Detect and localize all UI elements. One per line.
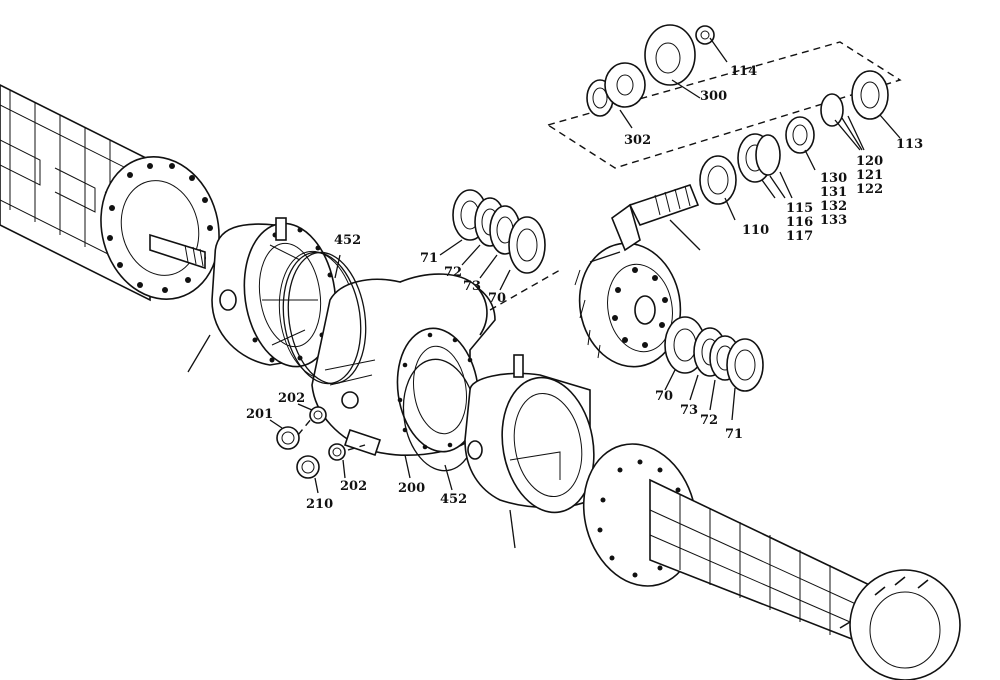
label-452-bottom: 452 [440,492,467,507]
drain-plugs [276,406,366,479]
bearing-set-left [452,189,546,274]
right-housing [464,354,595,549]
label-71-right: 71 [725,427,743,442]
bearing-set-right [664,316,764,392]
center-housing [278,250,496,472]
label-70-left: 70 [488,291,506,306]
pinion-bearings [699,116,815,205]
label-71-left: 71 [420,251,438,266]
label-116: 116 [786,215,813,230]
label-452-top: 452 [334,233,361,248]
label-120: 120 [856,154,883,169]
seal-flange-group [586,24,889,127]
left-axle-tube [0,84,220,302]
label-122: 122 [856,182,883,197]
label-210: 210 [306,497,333,512]
label-300: 300 [700,89,727,104]
leader-lines [269,37,901,494]
label-131: 131 [820,185,847,200]
label-72-right: 72 [700,413,718,428]
label-201: 201 [246,407,273,422]
detail-group-box [546,41,902,169]
right-axle-tube [582,443,961,680]
label-113: 113 [896,137,923,152]
label-117: 117 [786,229,813,244]
label-73-left: 73 [463,279,481,294]
part-labels: 114 300 302 113 120 121 122 130 131 132 … [246,64,923,512]
label-133: 133 [820,213,847,228]
label-200: 200 [398,481,425,496]
label-121: 121 [856,168,883,183]
pinion-shaft [589,184,701,263]
differential-ring-gear [489,242,682,368]
label-70-right: 70 [655,389,673,404]
o-rings [282,251,367,385]
label-115: 115 [786,201,813,216]
label-130: 130 [820,171,847,186]
label-110: 110 [742,223,769,238]
label-202-upper: 202 [278,391,305,406]
label-114: 114 [730,64,757,79]
label-202-lower: 202 [340,479,367,494]
label-132: 132 [820,199,847,214]
label-72-left: 72 [444,265,462,280]
label-73-right: 73 [680,403,698,418]
label-302: 302 [624,133,651,148]
